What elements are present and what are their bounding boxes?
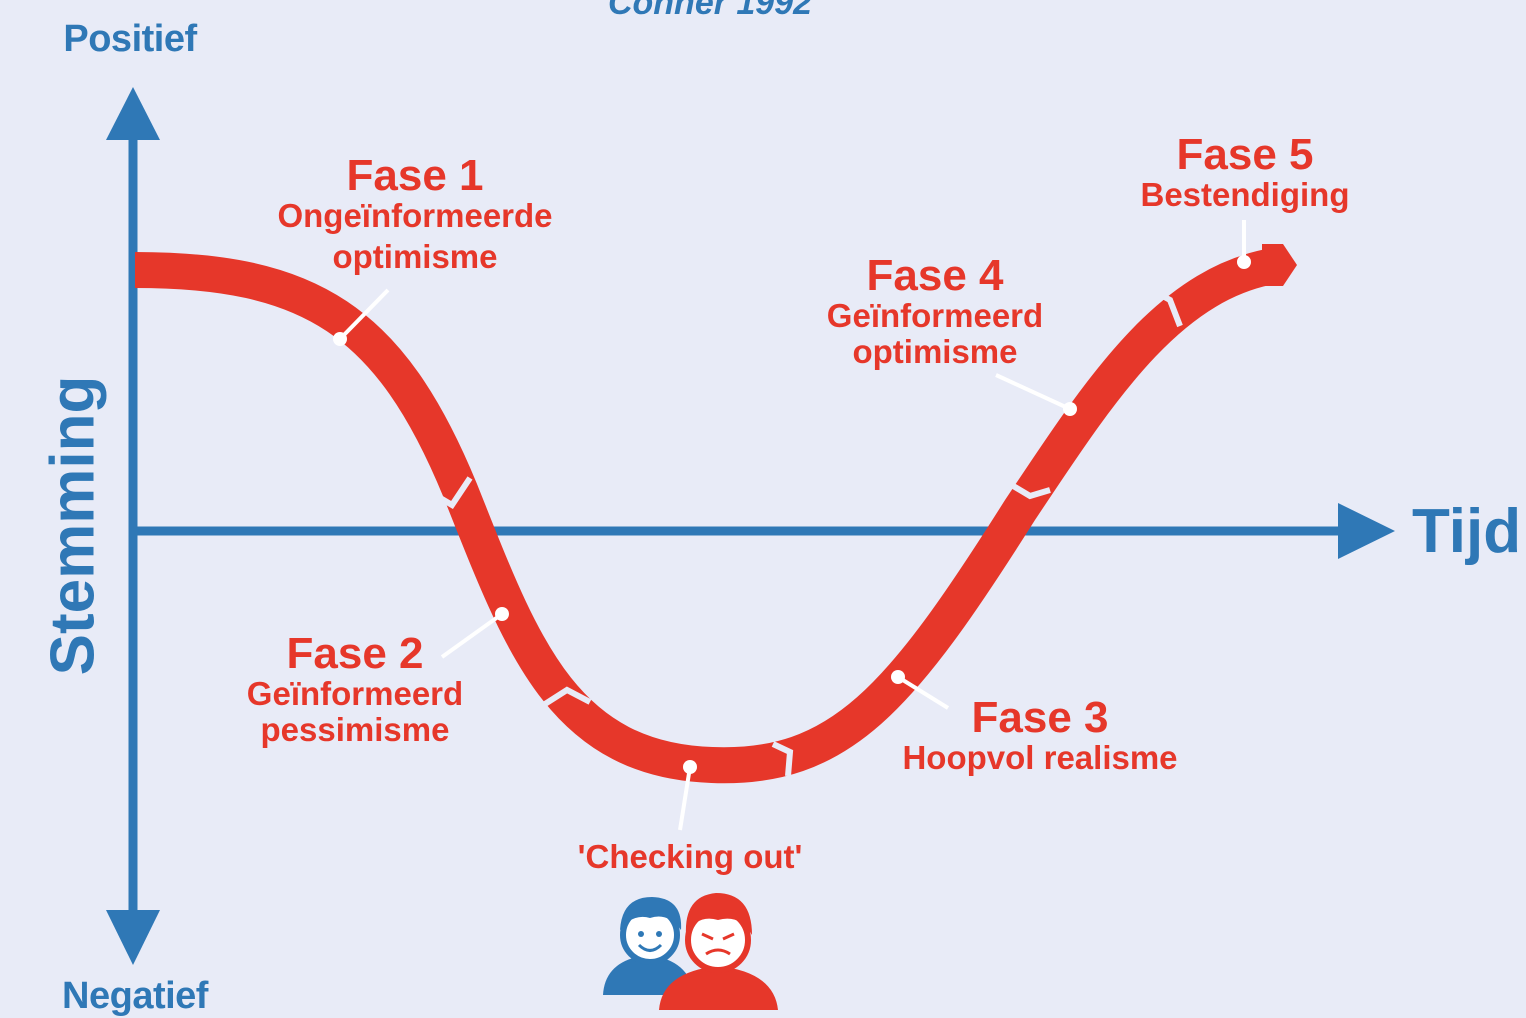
phase-4-title: Fase 4 <box>866 251 1004 300</box>
y-axis-bottom-label: Negatief <box>62 975 208 1017</box>
phase-3-title: Fase 3 <box>971 693 1109 742</box>
phase-4-label: Fase 4 Geïnformeerd optimisme <box>790 254 1080 370</box>
phase-5-label: Fase 5 Bestendiging <box>1110 133 1380 213</box>
phase-5-title: Fase 5 <box>1176 130 1314 179</box>
phase-2-subtitle-2: pessimisme <box>260 711 450 748</box>
y-axis-top-label: Positief <box>63 18 197 60</box>
y-axis-title: Stemming <box>38 375 108 676</box>
curve-segment-separators <box>428 287 1183 777</box>
checking-out-label: 'Checking out' <box>577 838 803 875</box>
leader-lines <box>338 220 1246 831</box>
phase-2-title: Fase 2 <box>286 629 424 678</box>
y-axis-down-arrow <box>106 910 160 965</box>
phase-1-subtitle-2: optimisme <box>332 238 498 275</box>
phase-4-subtitle-1: Geïnformeerd <box>826 297 1044 334</box>
angry-person-icon <box>659 893 778 1010</box>
source-citation: Conner 1992 <box>607 0 813 22</box>
phase-2-subtitle-1: Geïnformeerd <box>246 675 464 712</box>
leader-dots <box>333 255 1251 774</box>
phase-4-subtitle-2: optimisme <box>852 333 1018 370</box>
x-axis-arrow <box>1338 503 1395 559</box>
phase-3-subtitle-1: Hoopvol realisme <box>902 739 1178 776</box>
x-axis-title: Tijd <box>1412 497 1522 566</box>
phase-1-label: Fase 1 Ongeïnformeerde optimisme <box>230 154 600 275</box>
phase-2-label: Fase 2 Geïnformeerd pessimisme <box>200 632 510 748</box>
y-axis <box>106 87 160 965</box>
phase-3-label: Fase 3 Hoopvol realisme <box>880 696 1200 776</box>
curve-end-arrow <box>1262 244 1297 286</box>
phase-1-subtitle-1: Ongeïnformeerde <box>277 197 553 234</box>
x-axis <box>133 503 1395 559</box>
y-axis-up-arrow <box>106 87 160 140</box>
mood-curve <box>134 247 1283 784</box>
phase-1-title: Fase 1 <box>346 151 484 200</box>
phase-5-subtitle-1: Bestendiging <box>1140 176 1350 213</box>
